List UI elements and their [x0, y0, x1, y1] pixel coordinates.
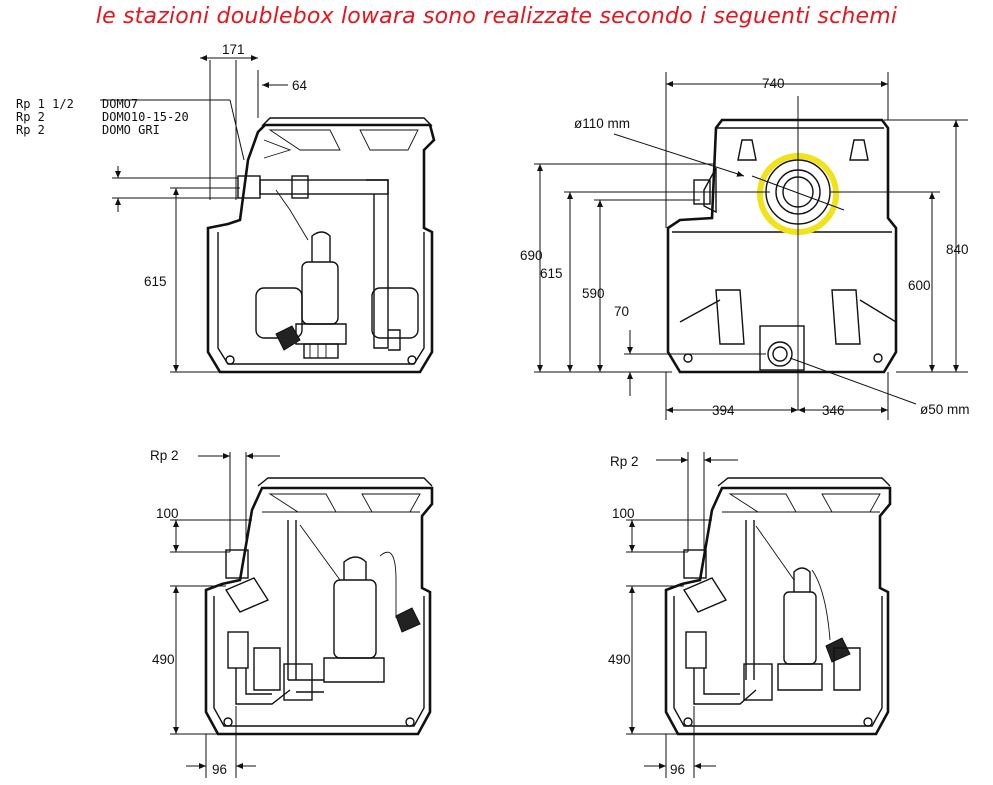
dim-171-label: 171: [222, 42, 245, 57]
dim-70-label: 70: [614, 304, 629, 319]
dim-840-label: 840: [946, 242, 969, 257]
bottom-left-view: Rp 2 100 490 96: [150, 448, 434, 778]
spec-model: DOMO10-15-20: [102, 110, 189, 124]
page-title: le stazioni doublebox lowara sono realiz…: [95, 4, 898, 29]
spec-table: Rp 1 1/2 DOMO7 Rp 2 DOMO10-15-20 Rp 2 DO…: [16, 97, 189, 137]
dim-690-label: 690: [520, 248, 543, 263]
spec-size: Rp 1 1/2: [16, 97, 74, 111]
dim-rp-label: Rp 2: [610, 454, 639, 469]
spec-size: Rp 2: [16, 123, 45, 137]
bottom-right-view: Rp 2 100 490 96: [608, 452, 892, 778]
dim-615-label: 615: [144, 274, 167, 289]
top-left-view: 171 64 615 Rp 1 1/2 DOMO7 Rp 2 DOMO10-15…: [16, 42, 436, 374]
dim-490-label: 490: [152, 652, 175, 667]
dim-346-label: 346: [822, 403, 845, 418]
dim-590-label: 590: [582, 286, 605, 301]
top-right-view: 740 ø110 mm 690 615 590 70 840 600 394 3…: [520, 72, 970, 420]
dim-64-label: 64: [292, 78, 308, 93]
dim-600-label: 600: [908, 278, 931, 293]
spec-model: DOMO7: [102, 97, 138, 111]
dim-100-label: 100: [612, 506, 635, 521]
dim-740-label: 740: [762, 76, 785, 91]
dim-rp-label: Rp 2: [150, 448, 179, 463]
dim-615-label: 615: [540, 266, 563, 281]
dim-96-label: 96: [670, 762, 685, 777]
dim-100-label: 100: [156, 506, 179, 521]
dim-394-label: 394: [712, 403, 735, 418]
dim-96-label: 96: [212, 762, 227, 777]
dim-490-label: 490: [608, 652, 631, 667]
spec-model: DOMO GRI: [102, 123, 160, 137]
dim-d50-label: ø50 mm: [920, 402, 970, 417]
dim-d110-label: ø110 mm: [574, 116, 630, 131]
spec-size: Rp 2: [16, 110, 45, 124]
